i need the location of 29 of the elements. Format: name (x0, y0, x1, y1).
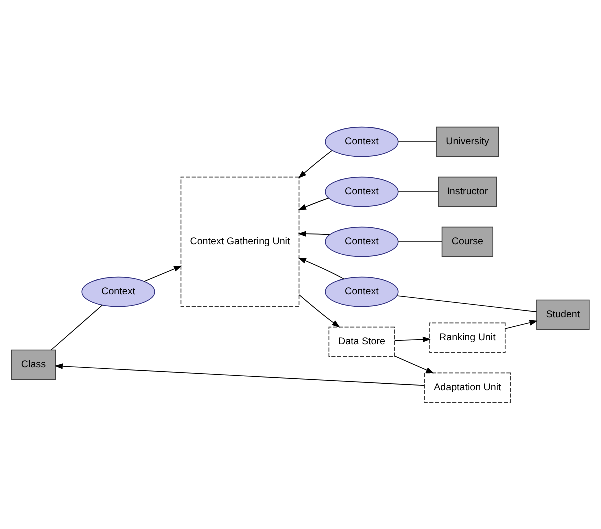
arrow (298, 197, 330, 210)
node-box: Adaptation Unit (424, 372, 512, 403)
connector (50, 304, 103, 350)
node-box: Context Gathering Unit (180, 176, 300, 307)
connector (396, 295, 538, 312)
arrow (298, 150, 333, 178)
node-ellipse: Context (325, 276, 399, 307)
arrow (298, 257, 345, 280)
arrow (144, 265, 182, 282)
node-box: Instructor (438, 176, 498, 207)
arrow (505, 320, 538, 329)
node-ellipse: Context (325, 176, 399, 207)
node-box: Course (442, 226, 494, 257)
node-box: University (436, 126, 500, 157)
connector (398, 241, 443, 242)
node-ellipse: Context (325, 126, 399, 157)
node-box: Student (536, 299, 590, 330)
node-box: Class (11, 349, 56, 380)
node-box: Data Store (328, 326, 396, 357)
connector (398, 141, 437, 142)
connector (398, 191, 439, 192)
node-ellipse: Context (325, 226, 399, 257)
node-ellipse: Context (82, 276, 156, 307)
arrow (298, 230, 330, 236)
node-box: Ranking Unit (430, 322, 506, 353)
arrow (394, 355, 434, 374)
arrow (54, 363, 425, 386)
arrow (299, 294, 340, 328)
arrow (394, 336, 432, 342)
